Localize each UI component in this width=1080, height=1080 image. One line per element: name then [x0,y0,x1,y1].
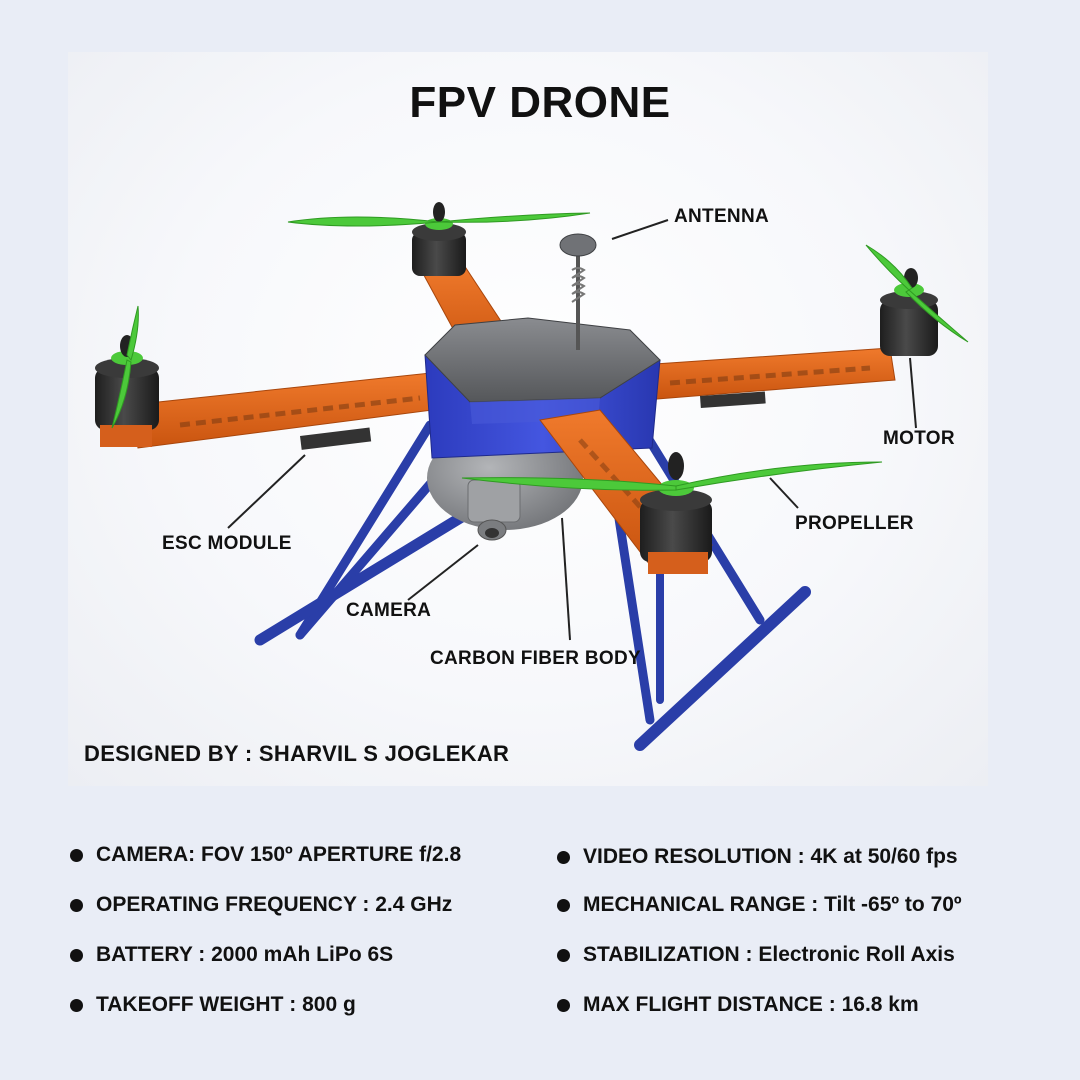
label-propeller: PROPELLER [795,513,914,534]
antenna [559,233,597,350]
esc-module-left [300,427,372,450]
body-leader-line [561,517,571,641]
label-carbon-fiber-body: CARBON FIBER BODY [430,648,641,669]
esc-leader-line [227,454,306,529]
motor-left [95,335,159,447]
callout-lines [227,219,917,641]
propellers [111,212,969,491]
esc-module-right [700,391,766,408]
page-title: FPV DRONE [409,78,671,127]
label-motor: MOTOR [883,428,955,449]
label-antenna: ANTENNA [674,206,769,227]
designer-credit: DESIGNED BY : SHARVIL S JOGLEKAR [84,741,510,766]
left-arm [129,371,449,450]
camera-leader-line [407,544,479,601]
motor-leader-line [909,357,917,429]
motor-right [880,268,938,356]
propeller-leader-line [769,477,799,509]
motor-front [640,452,712,574]
label-esc-module: ESC MODULE [162,533,292,554]
landing-gear [254,420,811,751]
carbon-fiber-body [424,317,661,459]
label-camera: CAMERA [346,600,432,621]
right-arm [639,347,896,408]
motor-rear [412,202,466,276]
antenna-leader-line [611,219,669,240]
